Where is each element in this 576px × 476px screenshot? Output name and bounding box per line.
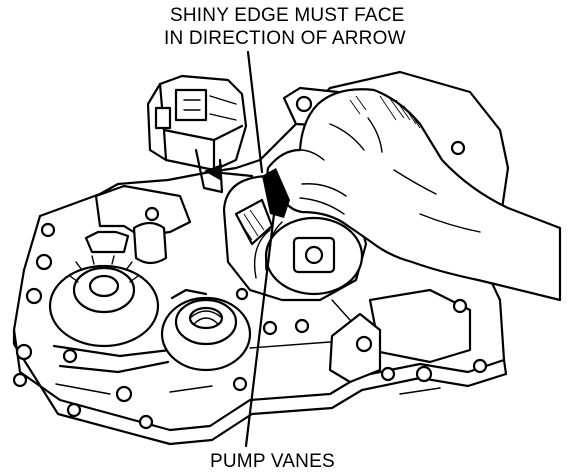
plate-channels [55, 299, 441, 395]
bolt-hole [235, 287, 249, 301]
servo-coil [189, 310, 223, 325]
bolt-hole [450, 140, 466, 156]
solenoid-tab [154, 106, 172, 130]
left-slide-bracket [94, 184, 192, 238]
bolt-hole [62, 348, 78, 364]
servo-clip [170, 288, 208, 300]
left-gear-clip [84, 230, 130, 254]
pump-slide-hatch [239, 209, 265, 241]
hand-finger-lines [299, 117, 481, 233]
bolt-hole [472, 358, 488, 374]
top-leader-line [246, 50, 264, 174]
plate-edge [12, 328, 508, 446]
bolt-hole [115, 385, 133, 403]
hand-shading [349, 95, 421, 129]
bolt-hole [294, 318, 310, 334]
bolt-hole [15, 343, 33, 361]
upper-bolt [295, 95, 313, 113]
bolt-hole [380, 366, 396, 382]
right-lower-boss [328, 312, 382, 384]
solenoid-bracket [194, 148, 224, 194]
bolt-hole [40, 222, 56, 238]
linkage-bar [52, 344, 172, 374]
bolt-hole [262, 320, 278, 336]
direction-arrowhead [204, 164, 222, 180]
bottom-leader-line [244, 212, 276, 448]
left-gear-hub [88, 274, 120, 298]
bolt-hole [355, 335, 373, 353]
bolt-hole [138, 414, 154, 430]
callout-shiny-edge-line2: IN DIRECTION OF ARROW [164, 28, 406, 49]
bolt-hole [415, 365, 433, 383]
pump-hub [304, 245, 324, 265]
solenoid-connector [174, 88, 208, 122]
bolt-hole [66, 402, 82, 418]
pump-cavity-arc [253, 221, 283, 279]
bolt-hole [452, 298, 468, 314]
bolt-hole [12, 372, 28, 388]
bolt-hole [232, 376, 248, 392]
callout-pump-vanes: PUMP VANES [210, 451, 335, 472]
pump-vane [262, 168, 290, 218]
bolt-hole [25, 287, 43, 305]
solenoid-detail [183, 95, 237, 121]
left-gear-teeth [69, 255, 139, 283]
bolt-holes [12, 140, 504, 430]
hand [264, 88, 562, 302]
bracket-bolt [144, 206, 160, 222]
bolt-hole [35, 253, 53, 271]
callout-shiny-edge-line1: SHINY EDGE MUST FACE [170, 5, 405, 26]
center-cylinder [132, 221, 168, 265]
